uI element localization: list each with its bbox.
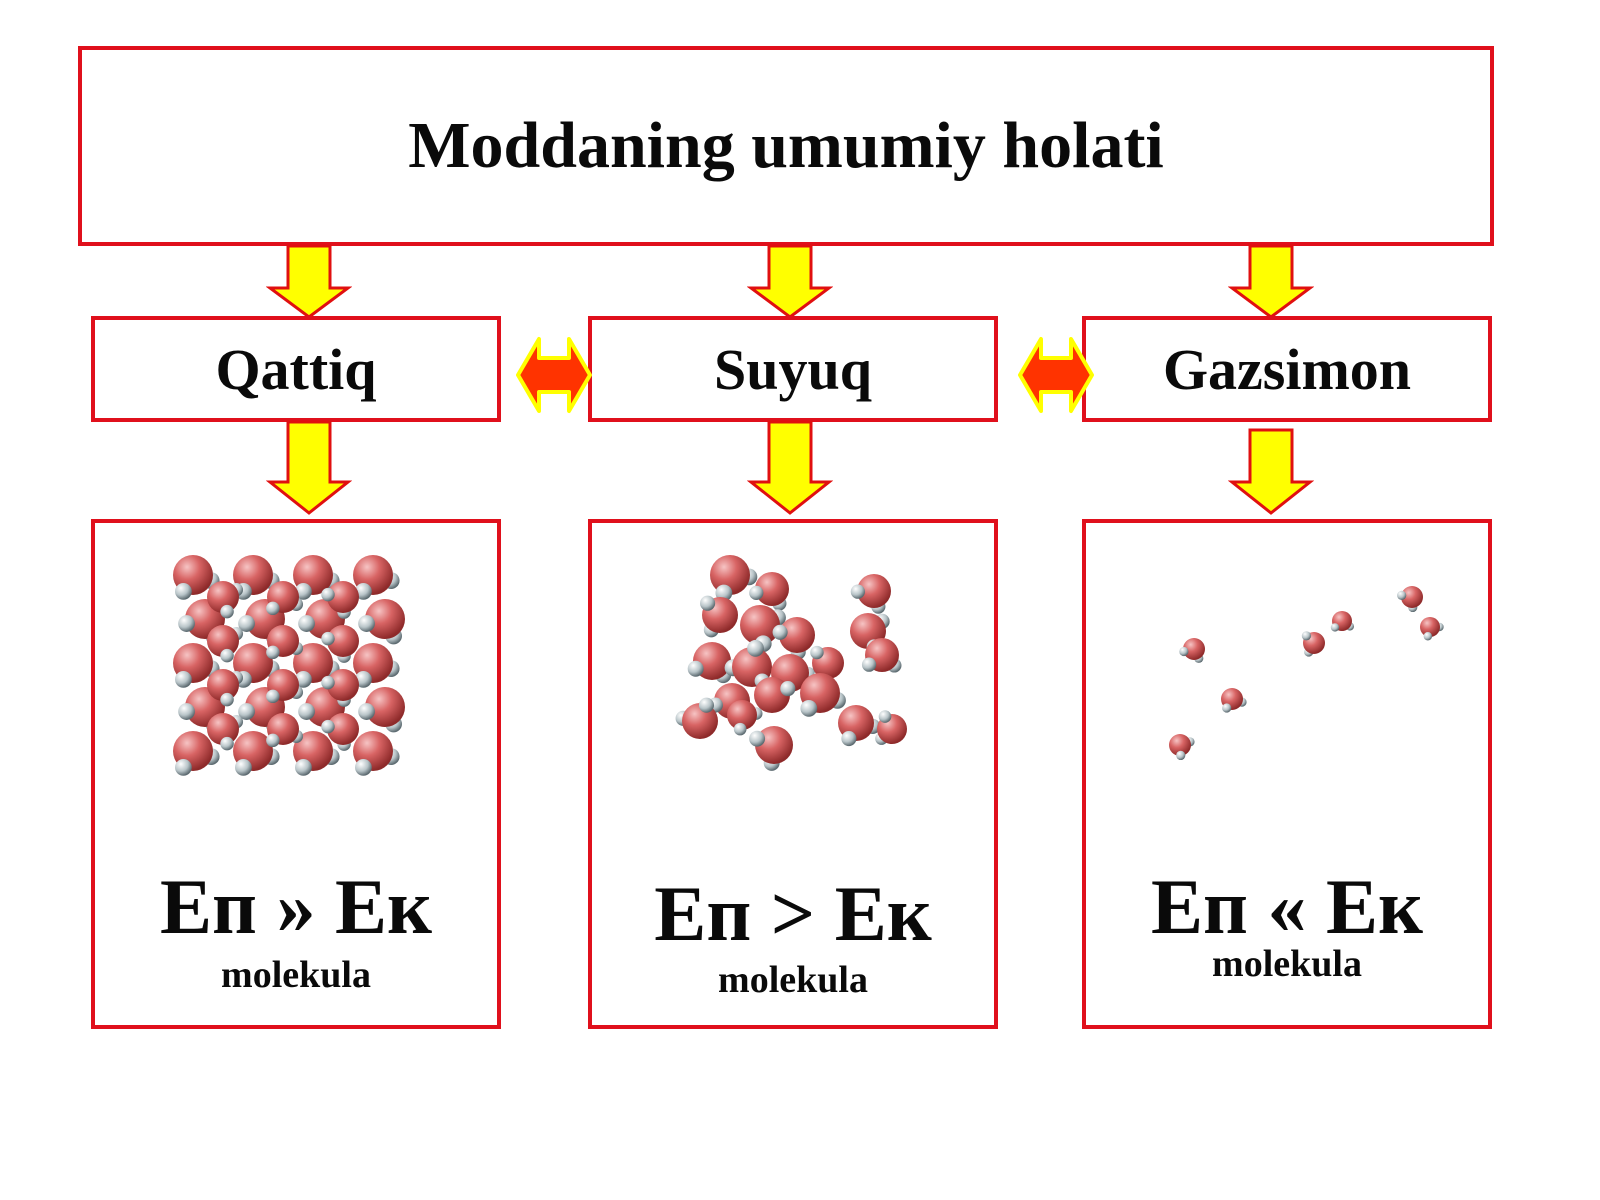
water-molecule <box>207 625 244 663</box>
down-arrow-icon <box>266 244 352 319</box>
energy-formula-solid: Eп » Eк <box>160 863 432 950</box>
water-molecule <box>749 726 793 771</box>
panel-solid: Eп » Eк molekula <box>91 519 501 1029</box>
double-arrow-icon <box>516 337 592 413</box>
water-molecule <box>266 669 304 704</box>
water-molecule <box>1397 586 1423 613</box>
water-molecule <box>173 555 220 600</box>
water-molecule <box>800 673 846 717</box>
water-molecule <box>353 731 400 776</box>
solid-molecules-image <box>173 555 405 776</box>
water-molecule <box>266 581 304 616</box>
water-molecule <box>675 697 718 739</box>
water-molecule <box>173 643 220 688</box>
water-molecule <box>861 638 902 673</box>
water-molecule <box>321 713 359 751</box>
double-arrow-icon <box>1018 337 1094 413</box>
state-box-gas: Gazsimon <box>1082 316 1492 422</box>
water-molecule <box>207 669 244 707</box>
water-molecule <box>321 625 359 663</box>
water-molecule <box>173 731 220 776</box>
water-molecule <box>1420 617 1444 641</box>
state-box-liquid: Suyuq <box>588 316 998 422</box>
water-molecule <box>321 581 359 619</box>
gas-molecules-image <box>1169 586 1444 761</box>
state-label-liquid: Suyuq <box>713 336 873 402</box>
water-molecule <box>1330 611 1355 632</box>
water-molecule <box>838 705 881 747</box>
water-molecule <box>207 581 244 619</box>
water-molecule <box>754 673 796 713</box>
liquid-molecules-image <box>675 555 907 771</box>
down-arrow-icon <box>266 420 352 515</box>
water-molecule <box>293 555 340 600</box>
water-molecule <box>233 555 280 600</box>
water-molecule <box>266 625 304 660</box>
water-molecule <box>207 713 244 751</box>
water-molecule <box>293 731 340 776</box>
panel-gas: Eп « Eк molekula <box>1082 519 1492 1029</box>
water-molecule <box>358 687 405 733</box>
water-molecule <box>293 643 340 688</box>
energy-formula-liquid: Eп > Eк <box>654 870 932 957</box>
state-label-solid: Qattiq <box>215 336 377 402</box>
water-molecule <box>740 605 786 653</box>
water-molecule <box>233 731 280 776</box>
water-molecule <box>353 643 400 688</box>
molecule-caption-gas: molekula <box>1212 943 1362 985</box>
water-molecule <box>710 555 758 602</box>
water-molecule <box>727 700 763 736</box>
molecule-caption-liquid: molekula <box>718 959 868 1001</box>
water-molecule <box>749 572 789 611</box>
water-molecule <box>353 555 400 600</box>
state-label-gas: Gazsimon <box>1162 336 1412 402</box>
down-arrow-icon <box>747 244 833 319</box>
water-molecule <box>266 713 304 748</box>
down-arrow-icon <box>747 420 833 515</box>
water-molecule <box>687 642 732 684</box>
water-molecule <box>1179 638 1205 663</box>
molecule-caption-solid: molekula <box>221 954 371 996</box>
water-molecule <box>358 599 405 645</box>
diagram-title: Moddaning umumiy holati <box>408 109 1164 182</box>
water-molecule <box>850 574 891 614</box>
water-molecule <box>772 617 815 660</box>
panel-liquid: Eп > Eк molekula <box>588 519 998 1029</box>
down-arrow-icon <box>1228 244 1314 319</box>
water-molecule <box>700 595 738 638</box>
title-box: Moddaning umumiy holati <box>78 46 1494 246</box>
water-molecule <box>1169 734 1195 761</box>
water-molecule <box>1221 688 1247 713</box>
water-molecule <box>875 710 907 745</box>
down-arrow-icon <box>1228 428 1314 515</box>
energy-formula-gas: Eп « Eк <box>1151 863 1423 950</box>
water-molecule <box>321 669 359 707</box>
state-box-solid: Qattiq <box>91 316 501 422</box>
water-molecule <box>1301 631 1325 657</box>
